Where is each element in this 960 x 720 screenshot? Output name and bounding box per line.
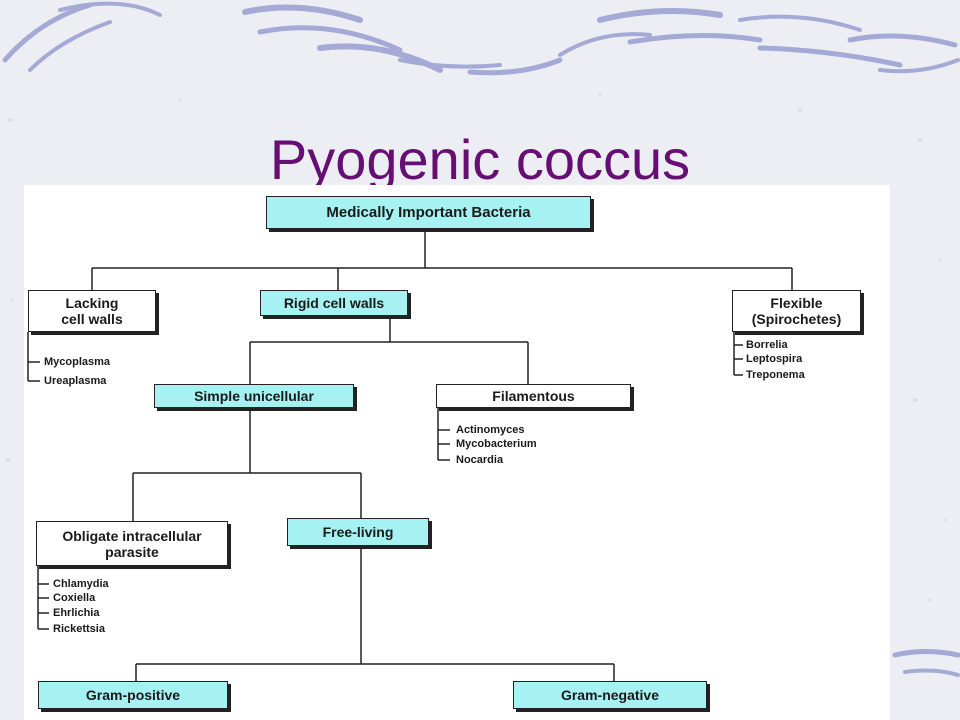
node-label-line1: Lacking: [65, 295, 119, 311]
diagram-panel: [24, 185, 890, 720]
leaf-coxiella: Coxiella: [53, 592, 96, 604]
node-simple-unicellular: Simple unicellular: [154, 384, 354, 408]
node-label-line2: (Spirochetes): [751, 311, 842, 327]
leaf-mycoplasma: Mycoplasma: [44, 356, 111, 368]
node-obligate-intracellular-parasite: Obligate intracellular parasite: [36, 521, 228, 566]
leaf-ehrlichia: Ehrlichia: [53, 607, 100, 619]
node-label-line2: cell walls: [61, 311, 123, 327]
node-label-line1: Obligate intracellular: [62, 527, 202, 544]
node-label: Gram-positive: [85, 687, 181, 703]
node-label: Rigid cell walls: [283, 295, 385, 311]
leaf-ureaplasma: Ureaplasma: [44, 375, 107, 387]
node-gram-positive: Gram-positive: [38, 681, 228, 709]
node-label: Filamentous: [492, 388, 575, 404]
leaf-borrelia: Borrelia: [746, 339, 788, 351]
node-label-line1: Flexible: [770, 295, 823, 311]
node-medically-important-bacteria: Medically Important Bacteria: [266, 196, 591, 229]
node-lacking-cell-walls: Lacking cell walls: [28, 290, 156, 332]
node-filamentous: Filamentous: [436, 384, 631, 408]
leaf-chlamydia: Chlamydia: [53, 578, 109, 590]
node-label: Free-living: [322, 524, 394, 540]
node-gram-negative: Gram-negative: [513, 681, 707, 709]
leaf-leptospira: Leptospira: [746, 353, 803, 365]
leaf-mycobacterium: Mycobacterium: [456, 438, 537, 450]
leaf-nocardia: Nocardia: [456, 454, 504, 466]
leaf-treponema: Treponema: [746, 369, 805, 381]
leaf-rickettsia: Rickettsia: [53, 623, 105, 635]
node-label-line2: parasite: [105, 543, 159, 560]
node-rigid-cell-walls: Rigid cell walls: [260, 290, 408, 316]
leaf-actinomyces: Actinomyces: [456, 424, 525, 436]
node-free-living: Free-living: [287, 518, 429, 546]
node-label: Gram-negative: [560, 687, 660, 703]
slide-title: Pyogenic coccus: [269, 128, 691, 191]
node-label: Simple unicellular: [194, 388, 314, 404]
node-label: Medically Important Bacteria: [326, 203, 531, 221]
node-flexible-spirochetes: Flexible (Spirochetes): [732, 290, 861, 332]
